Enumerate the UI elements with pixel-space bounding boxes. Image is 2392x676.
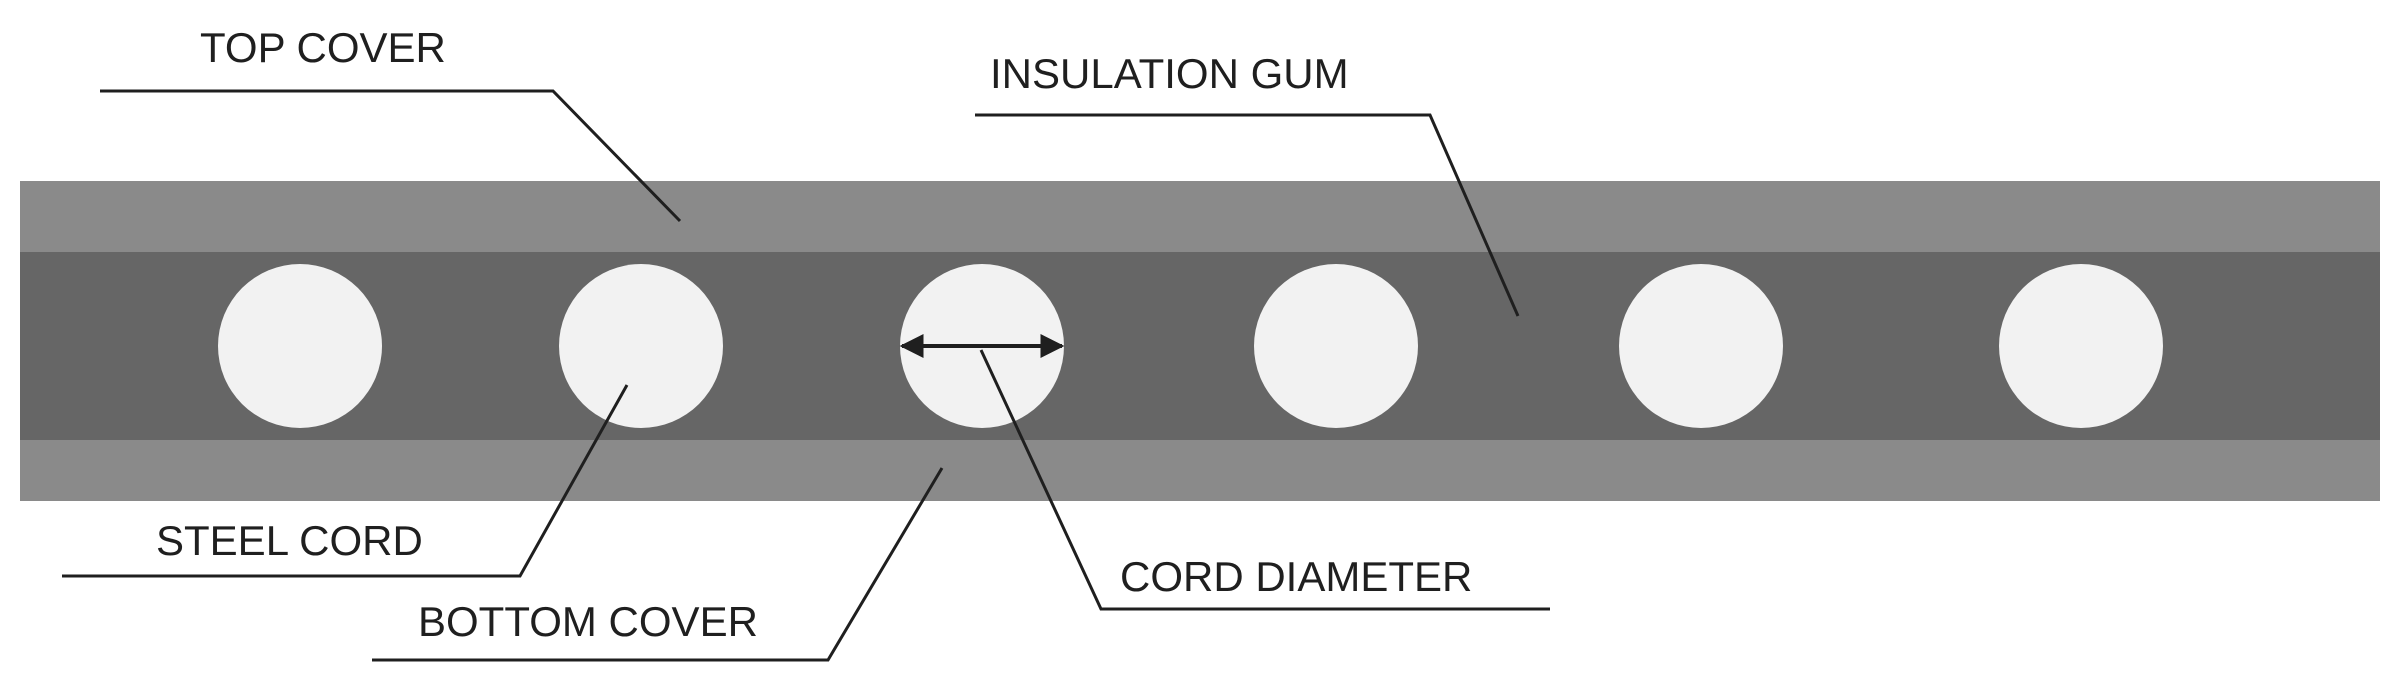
bottom-cover-label: BOTTOM COVER (418, 598, 758, 645)
insulation-gum-leader (975, 113, 1520, 317)
insulation-gum-layer (20, 252, 2380, 440)
steel-cord (559, 264, 723, 428)
top-cover-label: TOP COVER (200, 24, 446, 71)
steel-cord (1619, 264, 1783, 428)
bottom-cover-leader (372, 467, 944, 662)
cord-diameter-label: CORD DIAMETER (1120, 553, 1472, 600)
steel-cord (218, 264, 382, 428)
steel-cord (1254, 264, 1418, 428)
insulation-gum-label: INSULATION GUM (990, 50, 1349, 97)
steel-cords (218, 264, 2163, 428)
steel-cord-leader (62, 384, 629, 578)
top-cover-leader (100, 89, 682, 223)
cord-diameter-leader (979, 349, 1550, 611)
bottom-cover-layer (20, 440, 2380, 501)
steel-cord-label: STEEL CORD (156, 517, 423, 564)
steel-cord (1999, 264, 2163, 428)
